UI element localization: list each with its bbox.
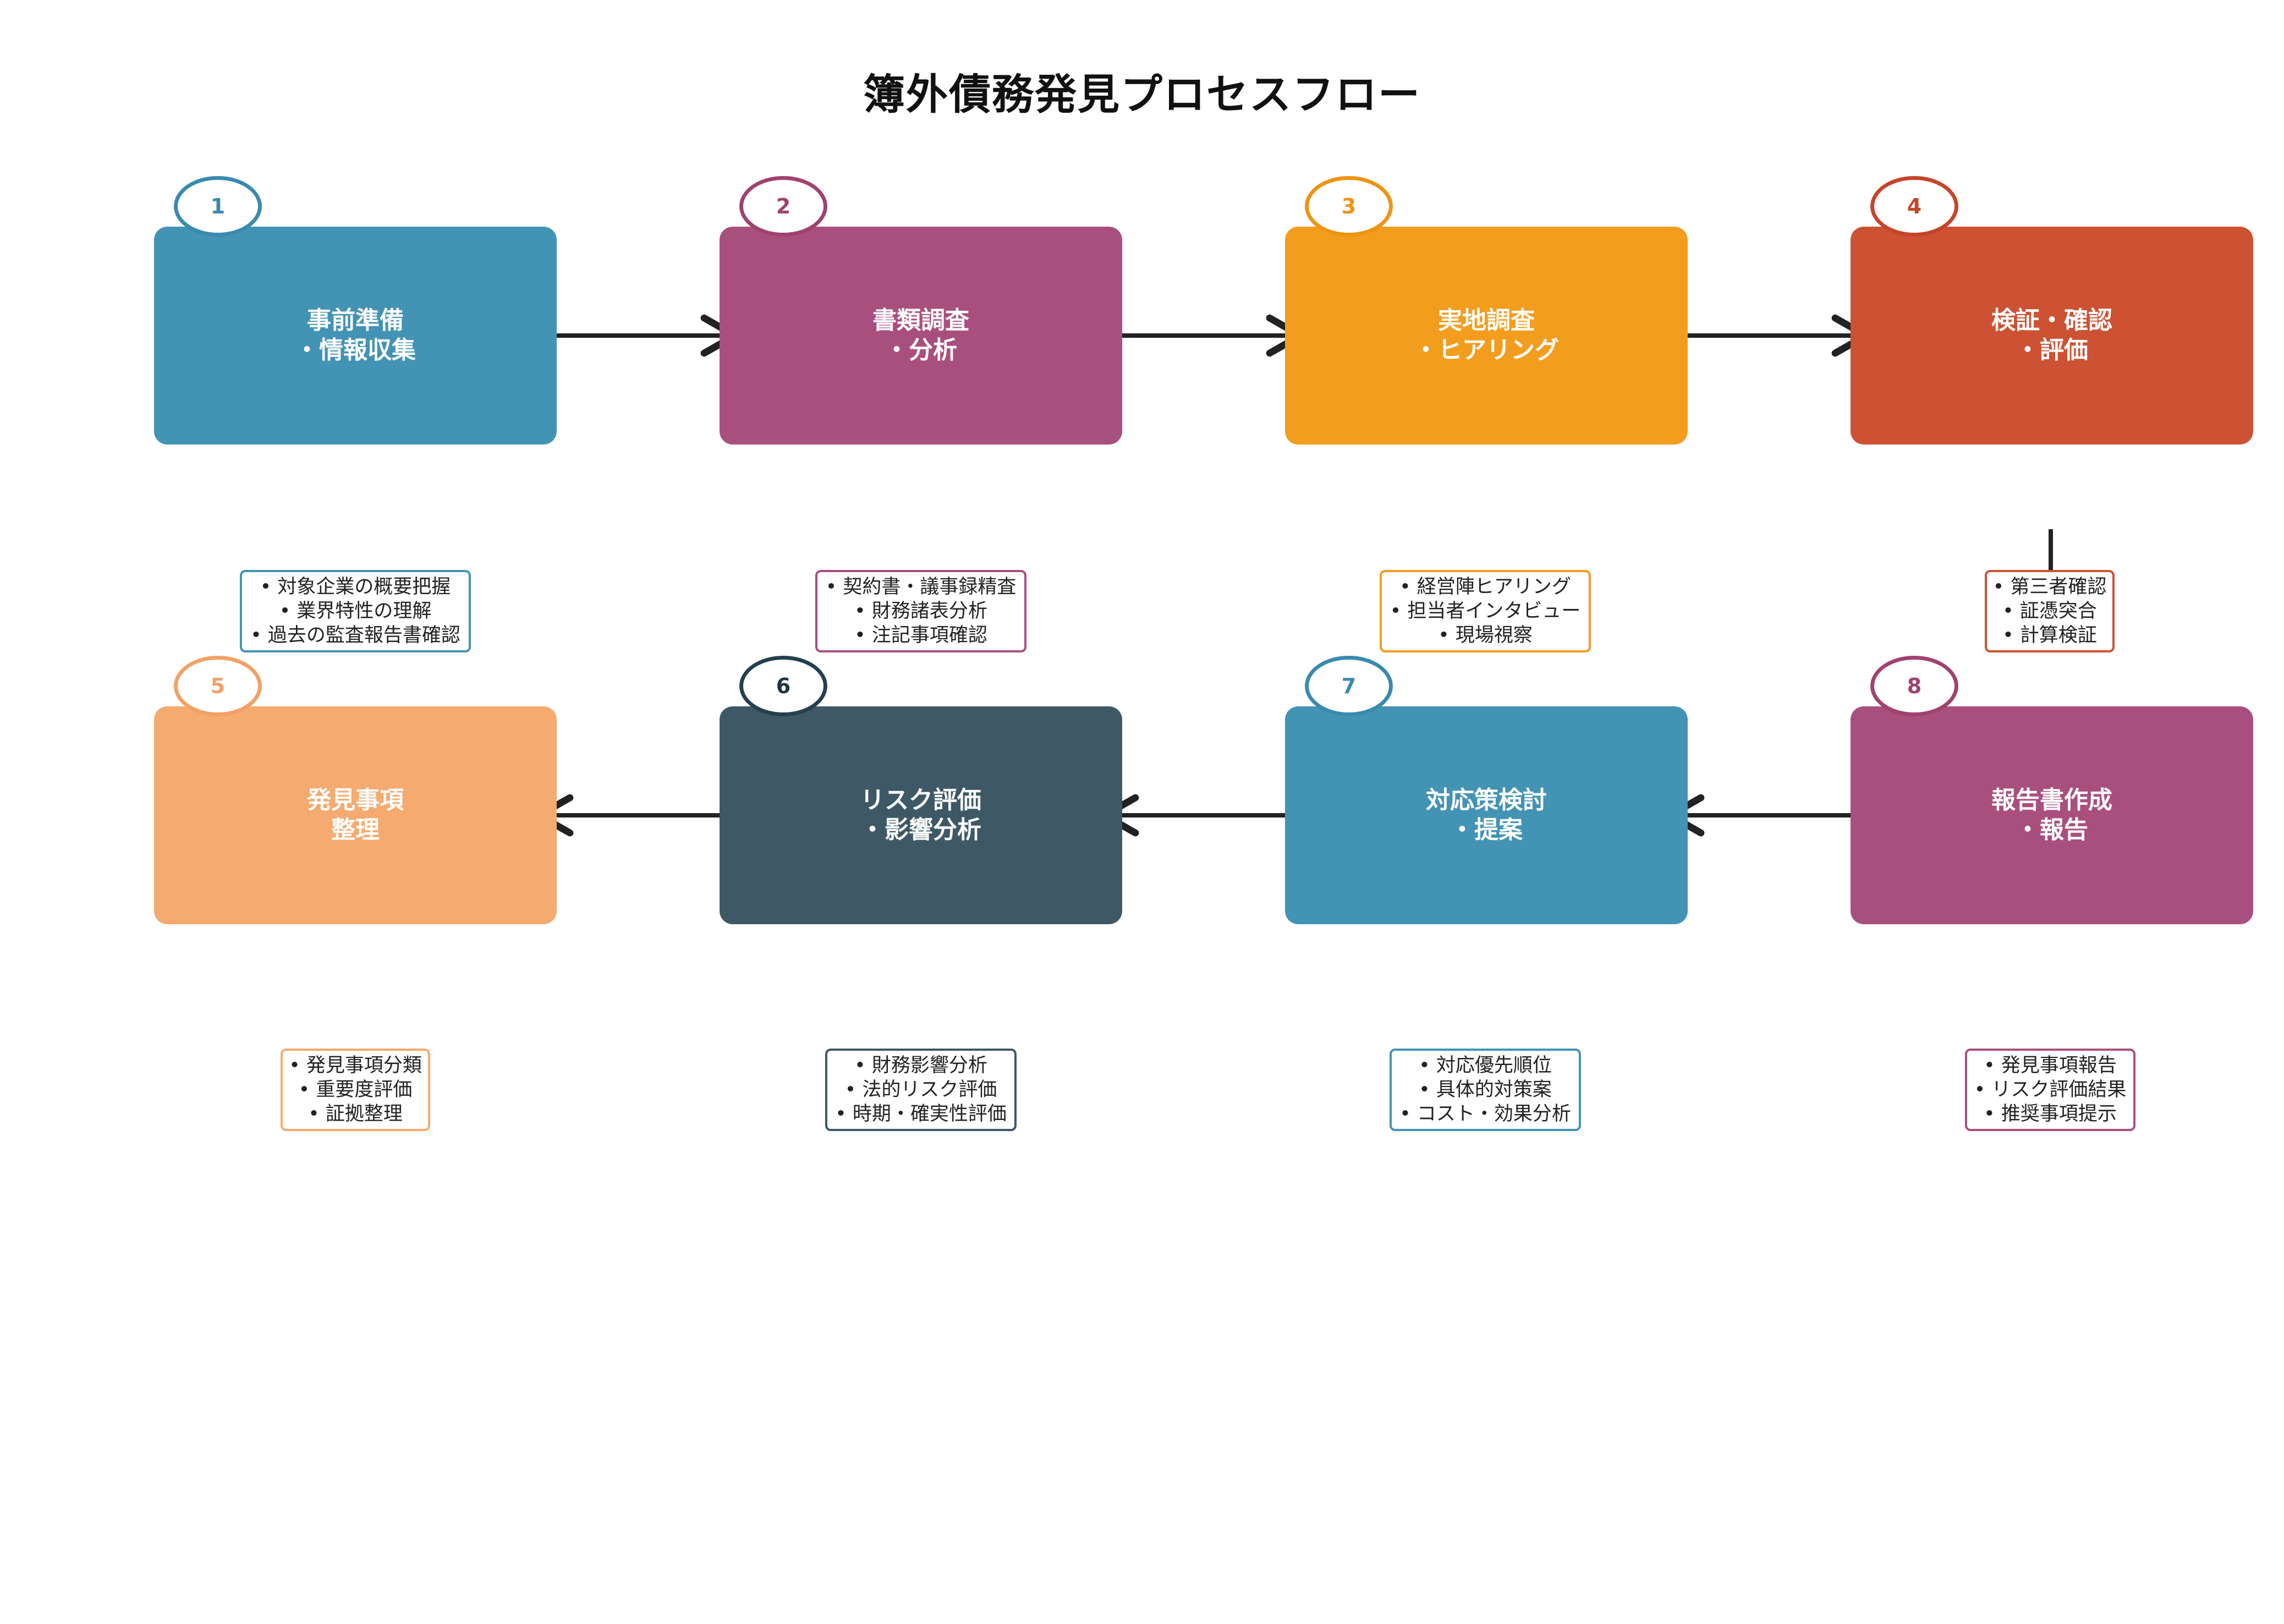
note-item: • 発見事項報告 <box>1984 1055 2117 1077</box>
step-number-badge-3: 3 <box>1305 176 1393 237</box>
process-step-4: 検証・確認 ・評価 <box>1851 227 2253 445</box>
step-label: 実地調査 ・ヒアリング <box>1414 306 1559 364</box>
process-step-5: 発見事項 整理 <box>154 706 557 924</box>
process-step-7: 対応策検討 ・提案 <box>1285 706 1688 924</box>
note-item: • 過去の監査報告書確認 <box>250 624 460 646</box>
process-step-1: 事前準備 ・情報収集 <box>154 227 557 445</box>
process-step-2: 書類調査 ・分析 <box>720 227 1122 445</box>
note-item: • 発見事項分類 <box>289 1055 422 1077</box>
step-number: 1 <box>210 194 226 218</box>
note-item: • 証憑突合 <box>2002 600 2097 622</box>
step-number-badge-4: 4 <box>1870 176 1958 237</box>
step-number-badge-2: 2 <box>739 176 827 237</box>
note-item: • 推奨事項提示 <box>1984 1103 2117 1125</box>
note-item: • 法的リスク評価 <box>844 1079 997 1101</box>
step-number-badge-8: 8 <box>1870 656 1958 716</box>
step-label: 書類調査 ・分析 <box>872 306 969 364</box>
note-item: • 財務諸表分析 <box>854 600 987 622</box>
step-number-badge-7: 7 <box>1305 656 1393 716</box>
note-item: • 契約書・議事録精査 <box>825 576 1017 598</box>
note-item: • 具体的対策案 <box>1419 1079 1552 1101</box>
diagram-title: 簿外債務発見プロセスフロー <box>863 70 1421 119</box>
note-item: • リスク評価結果 <box>1974 1079 2127 1101</box>
note-item: • 財務影響分析 <box>854 1055 987 1077</box>
step-notes-4: • 第三者確認 • 証憑突合 • 計算検証 <box>1985 570 2115 652</box>
step-number-badge-1: 1 <box>174 176 262 237</box>
step-notes-1: • 対象企業の概要把握 • 業界特性の理解 • 過去の監査報告書確認 <box>240 570 471 652</box>
step-number: 6 <box>776 674 791 698</box>
step-notes-6: • 財務影響分析 • 法的リスク評価 • 時期・確実性評価 <box>825 1049 1017 1131</box>
step-label: 検証・確認 ・評価 <box>1991 306 2112 364</box>
note-item: • 業界特性の理解 <box>279 600 432 622</box>
step-notes-2: • 契約書・議事録精査 • 財務諸表分析 • 注記事項確認 <box>815 570 1026 652</box>
step-notes-5: • 発見事項分類 • 重要度評価 • 証拠整理 <box>281 1049 430 1131</box>
step-number-badge-6: 6 <box>739 656 827 716</box>
note-item: • 第三者確認 <box>1992 576 2107 598</box>
step-label: 対応策検討 ・提案 <box>1426 786 1547 844</box>
note-item: • 時期・確実性評価 <box>835 1103 1007 1125</box>
step-number: 7 <box>1341 674 1357 698</box>
process-step-3: 実地調査 ・ヒアリング <box>1285 227 1688 445</box>
step-label: リスク評価 ・影響分析 <box>860 786 981 844</box>
note-item: • 証拠整理 <box>308 1103 403 1125</box>
step-number-badge-5: 5 <box>174 656 262 716</box>
note-item: • 経営陣ヒアリング <box>1399 576 1571 598</box>
note-item: • 担当者インタビュー <box>1390 600 1581 622</box>
step-notes-8: • 発見事項報告 • リスク評価結果 • 推奨事項提示 <box>1965 1049 2135 1131</box>
step-number: 8 <box>1907 674 1922 698</box>
note-item: • 対象企業の概要把握 <box>260 576 451 598</box>
step-number: 2 <box>776 194 791 218</box>
step-label: 発見事項 整理 <box>307 786 404 844</box>
note-item: • 現場視察 <box>1438 624 1533 646</box>
step-number: 5 <box>210 674 226 698</box>
step-notes-7: • 対応優先順位 • 具体的対策案 • コスト・効果分析 <box>1390 1049 1581 1131</box>
note-item: • 注記事項確認 <box>854 624 987 646</box>
step-number: 3 <box>1341 194 1357 218</box>
step-notes-3: • 経営陣ヒアリング • 担当者インタビュー • 現場視察 <box>1380 570 1591 652</box>
process-step-8: 報告書作成 ・報告 <box>1851 706 2253 924</box>
step-number: 4 <box>1907 194 1922 218</box>
note-item: • 重要度評価 <box>298 1079 413 1101</box>
note-item: • 計算検証 <box>2002 624 2097 646</box>
process-step-6: リスク評価 ・影響分析 <box>720 706 1122 924</box>
note-item: • コスト・効果分析 <box>1399 1103 1571 1125</box>
note-item: • 対応優先順位 <box>1419 1055 1552 1077</box>
step-label: 報告書作成 ・報告 <box>1991 786 2112 844</box>
step-label: 事前準備 ・情報収集 <box>295 306 416 364</box>
